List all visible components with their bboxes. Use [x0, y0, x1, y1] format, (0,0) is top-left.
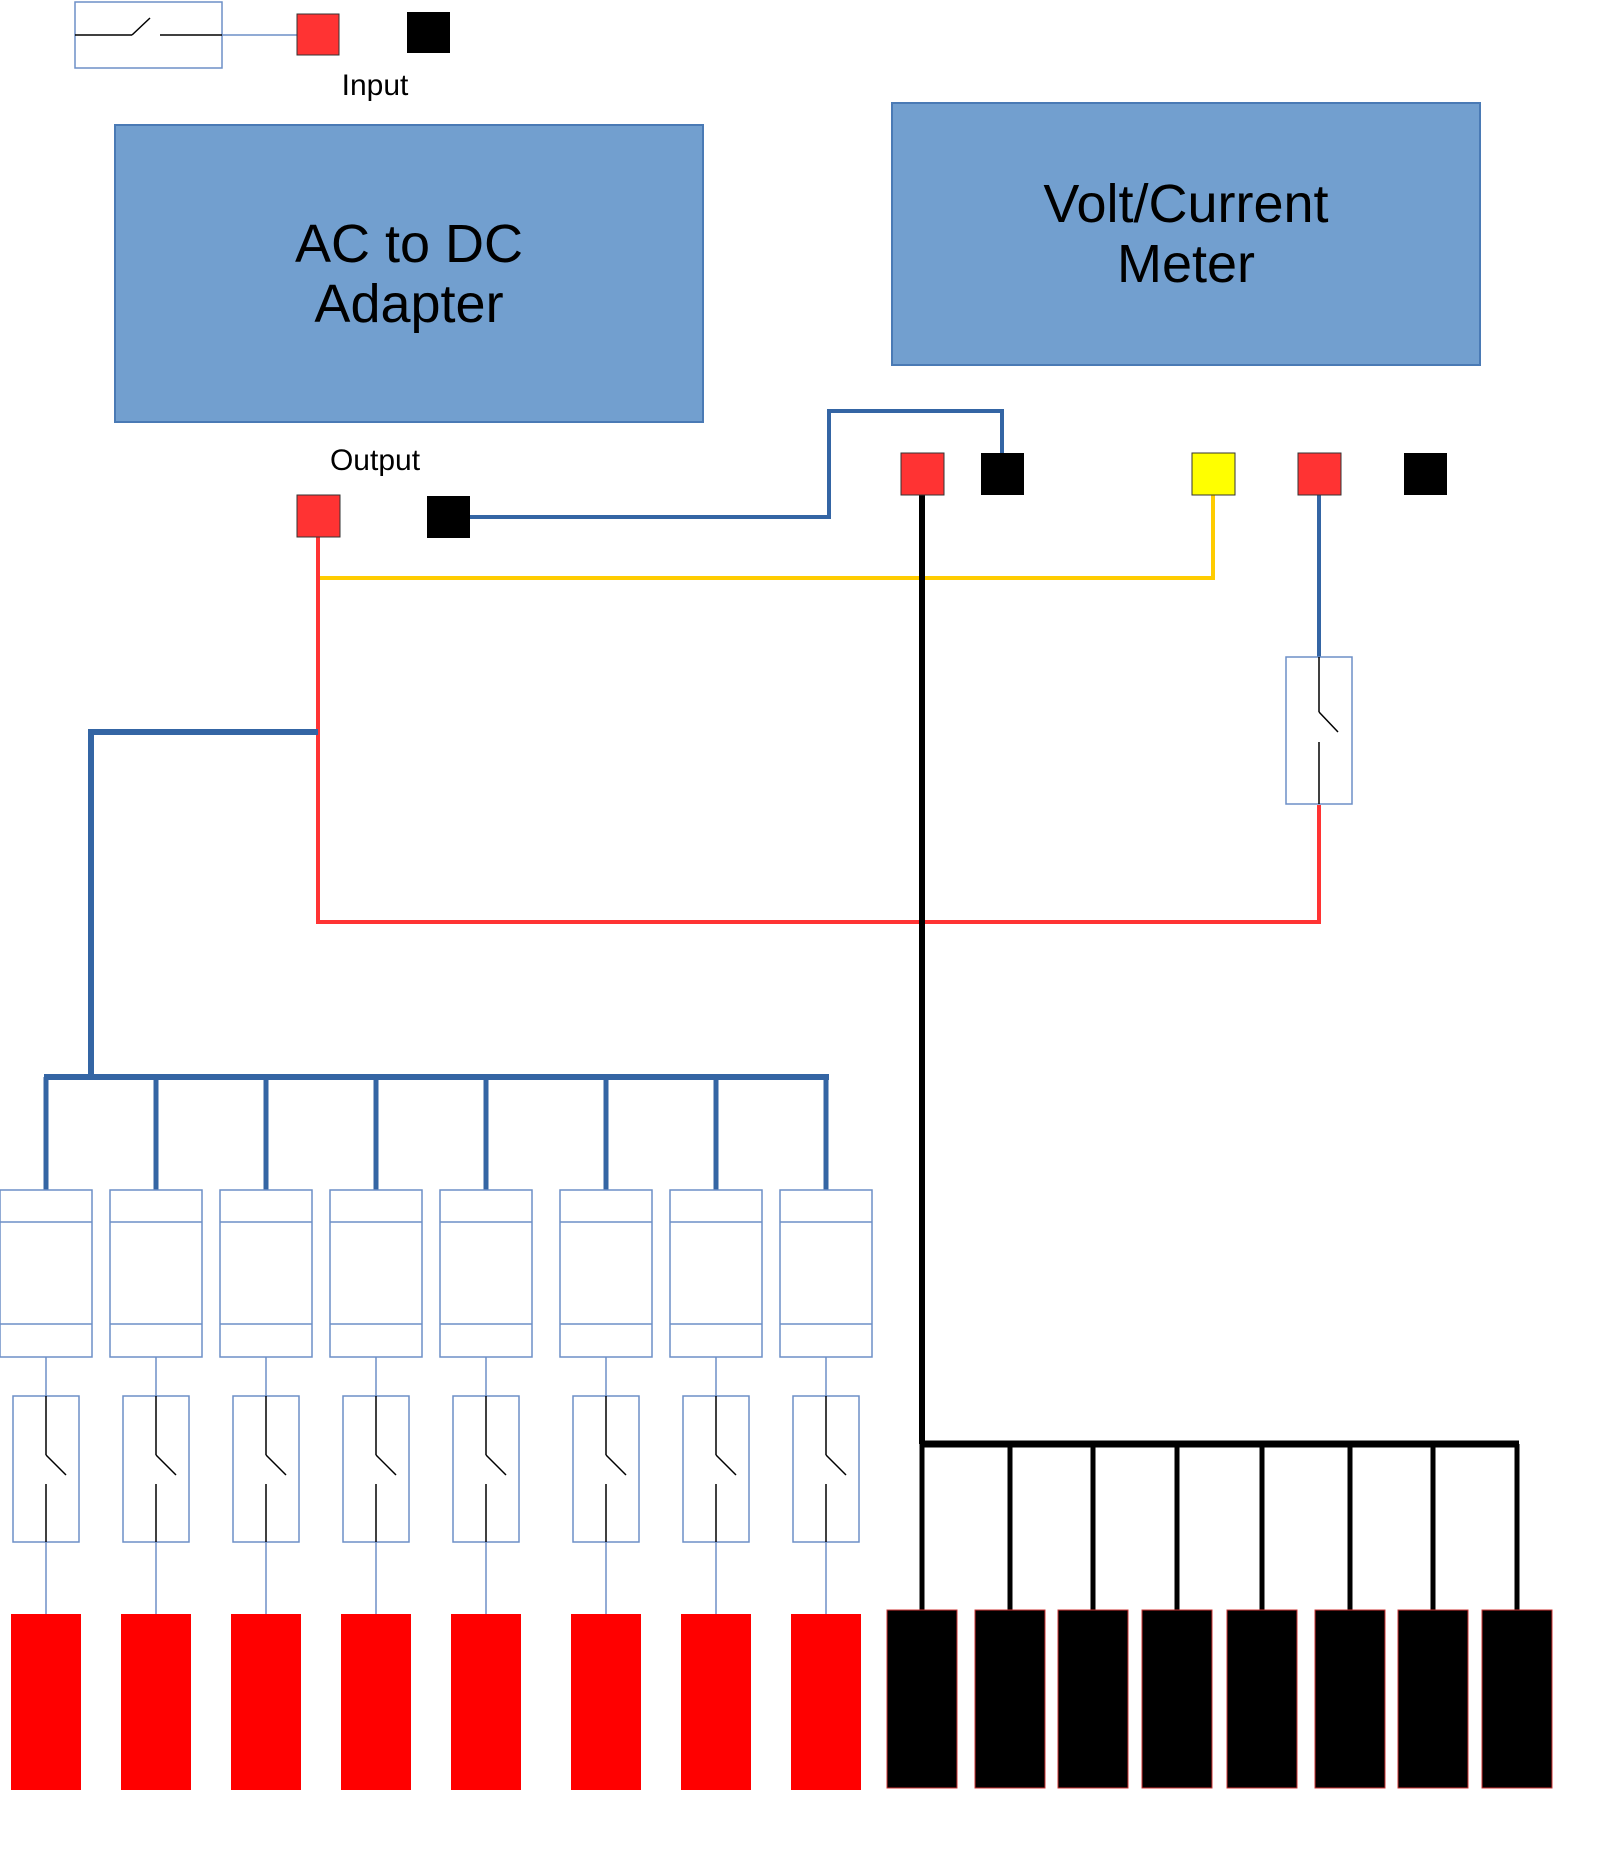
positive-channel-5 [439, 1077, 533, 1790]
fuse-holder [219, 1189, 313, 1358]
channel-switch [232, 1395, 300, 1543]
ground-channel-4 [1141, 1444, 1213, 1789]
red-wire-to-shunt-switch [316, 535, 1321, 924]
adapter-box: AC to DC Adapter [114, 124, 704, 423]
ground-channel-6 [1314, 1444, 1386, 1789]
ground-channel-8 [1481, 1444, 1553, 1789]
red-outlet [341, 1614, 411, 1790]
positive-channel-8 [779, 1077, 873, 1790]
channel-switch [452, 1395, 520, 1543]
red-outlet [451, 1614, 521, 1790]
red-outlet [681, 1614, 751, 1790]
black-outlet [1397, 1609, 1469, 1789]
fuse-holder [439, 1189, 533, 1358]
black-outlet [1141, 1609, 1213, 1789]
meter-red-terminal-2 [1297, 452, 1342, 496]
positive-channels [0, 1074, 873, 1790]
black-outlet [1481, 1609, 1553, 1789]
positive-channel-7 [669, 1077, 763, 1790]
meter-red-terminal-1 [900, 452, 945, 496]
channel-switch [792, 1395, 860, 1543]
input-black-terminal [407, 12, 450, 53]
meter-label-line1: Volt/Current [1043, 174, 1328, 234]
output-black-terminal [427, 496, 470, 538]
fuse-holder [559, 1189, 653, 1358]
fuse-holder [779, 1189, 873, 1358]
black-outlet [974, 1609, 1046, 1789]
positive-channel-4 [329, 1077, 423, 1790]
ground-channel-1 [886, 1444, 958, 1789]
red-outlet [791, 1614, 861, 1790]
black-outlet [886, 1609, 958, 1789]
channel-switch [12, 1395, 80, 1543]
channel-switch [342, 1395, 410, 1543]
channel-switch [572, 1395, 640, 1543]
input-red-terminal [296, 13, 340, 56]
yellow-wire-to-meter [318, 495, 1215, 580]
fuse-holder [669, 1189, 763, 1358]
input-switch [74, 1, 223, 69]
positive-channel-2 [109, 1077, 203, 1790]
blue-wire-to-bus [88, 729, 318, 1075]
adapter-label-line2: Adapter [314, 274, 503, 334]
blue-wire-to-meter [470, 409, 1004, 519]
ground-channel-3 [1057, 1444, 1129, 1789]
adapter-label-line1: AC to DC [295, 214, 523, 274]
meter-label-line2: Meter [1117, 234, 1255, 294]
fuse-holder [0, 1189, 93, 1358]
positive-channel-6 [559, 1077, 653, 1790]
meter-yellow-terminal [1191, 452, 1236, 496]
input-label: Input [342, 69, 409, 102]
ground-channel-2 [974, 1444, 1046, 1789]
red-outlet [121, 1614, 191, 1790]
meter-box: Volt/Current Meter [891, 102, 1481, 366]
red-outlet [11, 1614, 81, 1790]
fuse-holder [109, 1189, 203, 1358]
positive-channel-3 [219, 1077, 313, 1790]
channel-switch [122, 1395, 190, 1543]
red-outlet [231, 1614, 301, 1790]
wires [88, 409, 1321, 1444]
ground-channels [886, 1440, 1553, 1789]
ground-channel-5 [1226, 1444, 1298, 1789]
fuse-holder [329, 1189, 423, 1358]
output-red-terminal [296, 494, 341, 538]
black-outlet [1314, 1609, 1386, 1789]
positive-channel-1 [0, 1077, 93, 1790]
meter-black-terminal-2 [1404, 453, 1447, 495]
meter-black-terminal-1 [981, 453, 1024, 495]
channel-switch [682, 1395, 750, 1543]
meter-shunt-switch [1285, 656, 1353, 805]
black-outlet [1057, 1609, 1129, 1789]
black-outlet [1226, 1609, 1298, 1789]
output-label: Output [330, 444, 421, 477]
ground-channel-7 [1397, 1444, 1469, 1789]
red-outlet [571, 1614, 641, 1790]
